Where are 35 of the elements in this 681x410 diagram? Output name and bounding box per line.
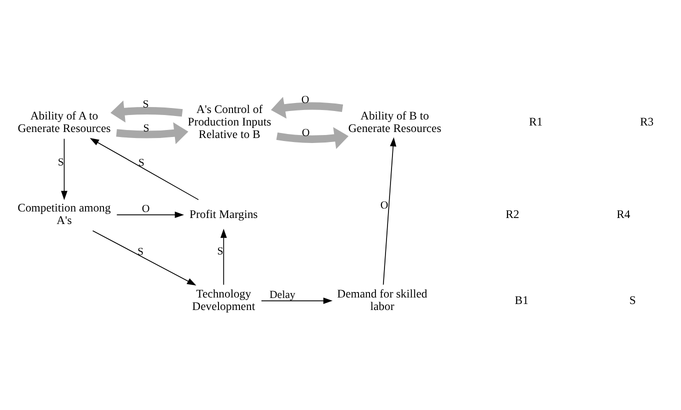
arrow [61, 138, 68, 200]
label: B1 [514, 293, 528, 306]
label: R4 [616, 207, 630, 220]
edge-label: S [217, 245, 224, 258]
label: R2 [506, 207, 520, 220]
node-text: A's Control of Production Inputs Relative to B [188, 102, 272, 141]
edge-label: O [301, 94, 310, 106]
arrow [270, 96, 344, 118]
edge-label: S [137, 245, 144, 258]
arrow [382, 136, 396, 285]
edge-label: S [142, 98, 149, 110]
arrow [90, 137, 199, 200]
node-text: Profit Margins [190, 207, 258, 220]
node-text: Competition among A's [18, 201, 111, 227]
arrow [220, 228, 227, 285]
edge-label: S [58, 156, 64, 168]
arrow [92, 230, 196, 285]
arrow [261, 297, 333, 304]
node-text: Technology Development [192, 287, 256, 313]
edge-label: S [138, 156, 144, 169]
label: R3 [640, 115, 654, 128]
arrow [116, 122, 188, 144]
node-text: Ability of B to Generate Resources [348, 108, 442, 134]
edge-label: S [143, 122, 150, 134]
node-text: Demand for skilled labor [337, 287, 428, 313]
arrow [116, 211, 184, 218]
label: S [629, 293, 636, 306]
edge-label: O [380, 199, 388, 212]
edge-label: Delay [269, 288, 296, 300]
node-text: Ability of A to Generate Resources [18, 108, 111, 134]
label: R1 [529, 115, 543, 128]
edge-label: O [302, 126, 310, 139]
arrow [110, 100, 183, 122]
arrow [276, 126, 349, 148]
edge-label: O [142, 202, 150, 214]
